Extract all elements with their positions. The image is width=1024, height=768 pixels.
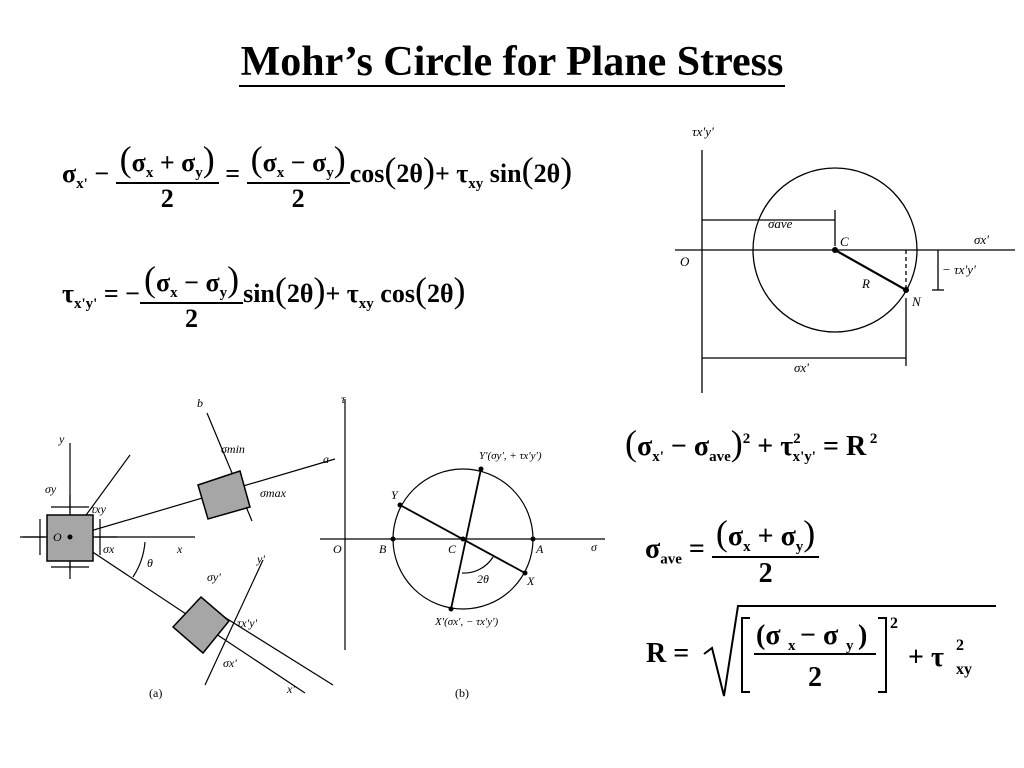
fig-b-label-2theta: 2θ bbox=[477, 572, 489, 586]
fig-a-label-yprime: y' bbox=[256, 552, 265, 566]
fig-b-label-y: Y bbox=[391, 488, 399, 502]
origin-label: O bbox=[680, 254, 690, 269]
fig-a-label-sigma-y: σy bbox=[45, 482, 57, 496]
fig-a-label-sigma-yprime: σy' bbox=[207, 570, 221, 584]
fig-b-label-a: A bbox=[535, 542, 544, 556]
svg-text:): ) bbox=[858, 620, 867, 651]
fig-b-label-c: C bbox=[448, 542, 457, 556]
fig-a-label-origin: O bbox=[53, 530, 62, 544]
neg-tau-label: − τx'y' bbox=[942, 262, 976, 277]
svg-text:x: x bbox=[788, 638, 796, 654]
fig-a-label-sigma-max: σmax bbox=[260, 486, 287, 500]
fig-b-caption: (b) bbox=[455, 686, 469, 700]
fig-b-label-b: B bbox=[379, 542, 387, 556]
fig-b-label-yprime-point: Y'(σy', + τx'y') bbox=[479, 450, 542, 462]
radius-label: R bbox=[861, 276, 870, 291]
tau-axis-label: τx'y' bbox=[692, 124, 714, 139]
fig-a-label-xprime: x' bbox=[286, 682, 295, 696]
fig-b-label-xprime-point: X'(σx', − τx'y') bbox=[434, 616, 498, 628]
fig-b-label-sigma: σ bbox=[591, 540, 598, 554]
svg-text:y: y bbox=[846, 638, 854, 654]
svg-text:2: 2 bbox=[808, 662, 822, 693]
svg-text:− σ: − σ bbox=[800, 620, 839, 651]
equation-circle: (σx' − σave)2 + τ2x'y' = R 2 bbox=[625, 423, 878, 465]
equation-sigma-ave: σave = (σx + σy)2 bbox=[645, 512, 820, 590]
fig-a-label-b: b bbox=[197, 396, 203, 410]
fig-a-label-x: x bbox=[176, 542, 183, 556]
fig-b-label-tau: τ bbox=[341, 395, 346, 406]
svg-text:R =: R = bbox=[646, 638, 689, 669]
svg-text:(σ: (σ bbox=[756, 620, 781, 651]
fig-a-caption: (a) bbox=[149, 686, 162, 700]
fig-a-label-sigma-x: σx bbox=[103, 542, 115, 556]
fig-a-label-tau-xprime-yprime: τx'y' bbox=[237, 616, 258, 630]
fig-b-label-origin: O bbox=[333, 542, 342, 556]
sigma-axis-label: σx' bbox=[974, 232, 989, 247]
sigma-ave-label: σave bbox=[768, 216, 793, 231]
stress-element-figures: y b a σmin σmax σy τxy O σx x θ σy' y' τ… bbox=[20, 395, 605, 700]
mohr-circle-diagram: τx'y' σx' O σave C R N − τx'y' σx' bbox=[675, 124, 1015, 393]
fig-b-label-x: X bbox=[526, 574, 535, 588]
radius-equation-graphics: R = (σ x − σ y ) 2 2 + τ 2 xy bbox=[646, 605, 996, 697]
svg-text:2: 2 bbox=[890, 615, 898, 632]
fig-a-label-a: a bbox=[323, 452, 329, 466]
svg-text:xy: xy bbox=[956, 661, 972, 678]
fig-a-label-y: y bbox=[58, 432, 65, 446]
fig-a-label-sigma-min: σmin bbox=[221, 442, 245, 456]
fig-a-label-tau-xy: τxy bbox=[91, 502, 107, 516]
svg-text:+ τ: + τ bbox=[908, 642, 944, 673]
svg-text:2: 2 bbox=[956, 637, 964, 654]
fig-a-label-theta: θ bbox=[147, 556, 153, 570]
point-label: N bbox=[911, 294, 922, 309]
center-label: C bbox=[840, 234, 849, 249]
sigma-x-label: σx' bbox=[794, 360, 809, 375]
page-title: Mohr’s Circle for Plane Stress bbox=[238, 39, 786, 87]
fig-a-label-sigma-xprime: σx' bbox=[223, 656, 237, 670]
